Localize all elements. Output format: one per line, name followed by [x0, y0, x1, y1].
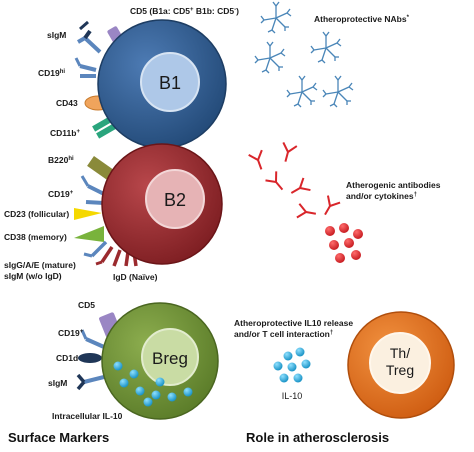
role-b2-line2: and/or cytokines† — [346, 191, 417, 201]
b2-cd38-label: CD38 (memory) — [4, 232, 67, 242]
b2-cd23-receptor — [74, 208, 102, 220]
breg-cd5-label: CD5 — [78, 300, 95, 310]
b1-cell-label: B1 — [159, 73, 181, 93]
b2-igd-label: IgD (Naïve) — [113, 272, 158, 282]
b2-cd19-label: CD19+ — [48, 189, 74, 199]
b2-sig-mature-label: sIgG/A/E (mature) — [4, 260, 76, 270]
b1-sigm-label: sIgM — [47, 30, 66, 40]
breg-cell-label: Breg — [152, 349, 188, 368]
footer-surface-markers: Surface Markers — [8, 430, 109, 445]
b2-cell: B2 — [74, 143, 223, 267]
breg-il10-granules — [113, 361, 193, 407]
role-breg-line2: and/or T cell interaction† — [234, 329, 333, 339]
b2-sig-receptors — [83, 240, 122, 267]
b1-cd19-label: CD19hi — [38, 68, 65, 78]
breg-cd19-label: CD19+ — [58, 328, 84, 338]
atherogenic-antibodies — [247, 141, 342, 222]
role-b1-label: Atheroprotective NAbs* — [314, 14, 410, 24]
breg-sigm-receptor — [76, 373, 105, 391]
breg-cell: Breg — [76, 302, 219, 420]
b2-cd38-receptor — [74, 226, 104, 242]
b2-cd23-label: CD23 (follicular) — [4, 209, 69, 219]
footer-role-atherosclerosis: Role in atherosclerosis — [246, 430, 389, 445]
b1-cd19-receptor — [74, 57, 97, 78]
breg-sigm-label: sIgM — [48, 378, 67, 388]
b2-sigm-wo-igd-label: sIgM (w/o IgD) — [4, 271, 62, 281]
breg-cd1d-label: CD1d — [56, 353, 78, 363]
role-b2-line1: Atherogenic antibodies — [346, 180, 441, 190]
breg-il10-label: Intracellular IL-10 — [52, 411, 123, 421]
role-breg-line1: Atheroprotective IL10 release — [234, 318, 353, 328]
b1-cd43-label: CD43 — [56, 98, 78, 108]
treg-label-line2: Treg — [386, 362, 414, 378]
cytokine-cluster — [325, 223, 363, 263]
il10-cluster — [273, 347, 311, 383]
il10-label: IL-10 — [282, 391, 303, 401]
breg-cd19-receptor — [80, 329, 105, 349]
b1-sigm-receptor — [77, 20, 102, 54]
treg-label-line1: Th/ — [390, 345, 410, 361]
breg-cd1d-receptor — [78, 353, 102, 363]
b1-cell: B1 — [74, 19, 227, 149]
b1-cd11b-label: CD11b+ — [50, 128, 80, 138]
b1-cd5-label: CD5 (B1a: CD5+ B1b: CD5-) — [130, 6, 239, 16]
b2-b220-label: B220hi — [48, 155, 74, 165]
b2-cell-label: B2 — [164, 190, 186, 210]
treg-cell: Th/ Treg — [347, 311, 455, 419]
